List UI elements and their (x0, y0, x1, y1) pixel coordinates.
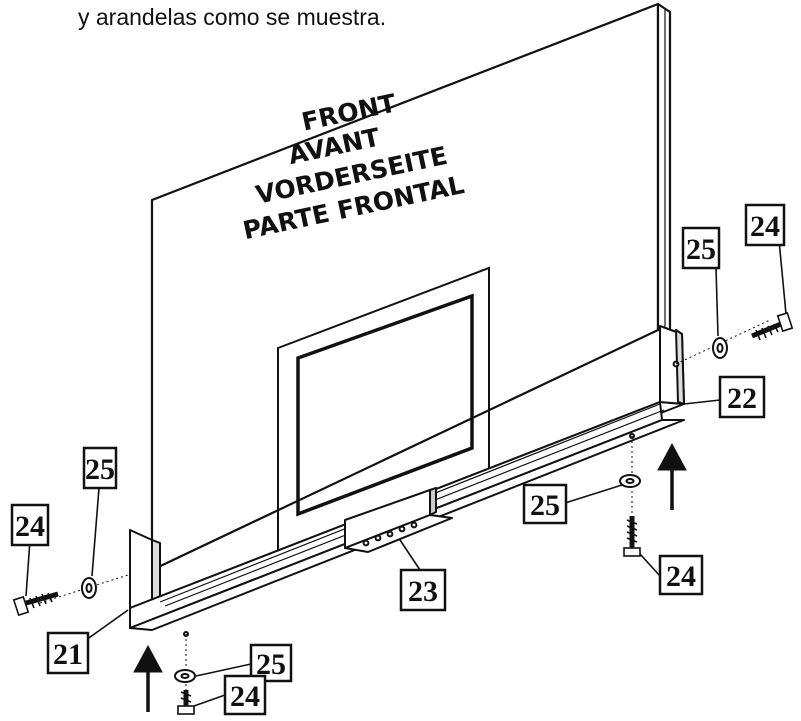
svg-text:25: 25 (686, 233, 716, 266)
label-24-left: 24 (10, 503, 50, 547)
svg-text:21: 21 (53, 638, 83, 671)
svg-text:24: 24 (750, 210, 780, 243)
svg-text:24: 24 (666, 560, 696, 593)
label-23: 23 (399, 568, 447, 612)
label-22: 22 (718, 375, 766, 419)
screws (12, 311, 794, 715)
backboard (150, 2, 672, 572)
arrow-up-left (133, 644, 163, 712)
svg-text:25: 25 (530, 489, 560, 522)
screw-right-top (751, 311, 794, 341)
instruction-caption: y arandelas como se muestra. (78, 4, 387, 30)
arrow-up-right (657, 442, 687, 510)
backboard-top-edge (656, 2, 672, 332)
label-24-right-bottom: 24 (658, 554, 704, 596)
label-25-right-mid: 25 (522, 483, 568, 525)
label-21: 21 (46, 631, 90, 675)
svg-text:24: 24 (15, 510, 45, 543)
leader-lines (25, 239, 787, 707)
splice-bracket (344, 487, 453, 553)
screw-left (12, 591, 59, 617)
screw-right-bottom (623, 516, 641, 557)
arrows (133, 442, 687, 712)
label-25-right-top: 25 (681, 226, 721, 270)
svg-text:24: 24 (230, 680, 260, 713)
svg-text:25: 25 (85, 453, 115, 486)
part-labels: 25 24 21 25 24 22 (10, 203, 786, 716)
backboard-face (150, 2, 660, 572)
svg-text:22: 22 (727, 382, 757, 415)
label-24-right-top: 24 (744, 203, 786, 247)
washers (81, 337, 728, 683)
svg-text:23: 23 (408, 575, 438, 608)
screw-bottom (177, 690, 195, 715)
label-24-bottom: 24 (223, 674, 267, 716)
label-25-left: 25 (82, 446, 118, 490)
